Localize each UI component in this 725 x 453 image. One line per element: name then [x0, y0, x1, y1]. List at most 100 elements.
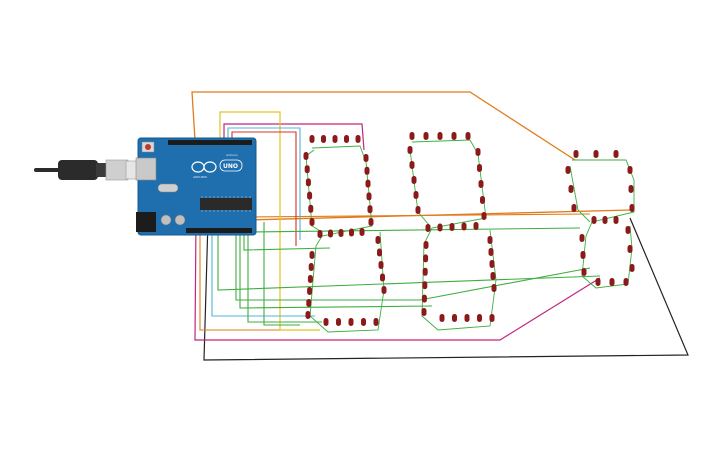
display-1-segment-b[interactable] — [364, 166, 370, 175]
display-2-segment-g[interactable] — [437, 223, 443, 232]
display-1-segment-d[interactable] — [373, 318, 379, 326]
display-3-segment-a[interactable] — [613, 150, 619, 158]
display-2-segment-c[interactable] — [489, 260, 495, 268]
display-1-segment-c[interactable] — [375, 236, 381, 244]
display-2-segment-e[interactable] — [423, 254, 429, 263]
display-2-segment-a[interactable] — [451, 132, 457, 140]
display-2-segment-e[interactable] — [421, 308, 427, 316]
display-1-segment-b[interactable] — [365, 179, 371, 188]
wire-yellow[interactable] — [219, 111, 320, 331]
display-2-segment-c[interactable] — [491, 284, 497, 292]
display-2-segment-b[interactable] — [481, 212, 487, 220]
display-3-segment-e[interactable] — [579, 234, 585, 242]
display-2-segment-f[interactable] — [415, 206, 421, 214]
display-1-segment-e[interactable] — [307, 275, 313, 283]
display-2-segment-c[interactable] — [487, 236, 493, 244]
display-2-segment-c[interactable] — [490, 272, 496, 280]
display-1-segment-f[interactable] — [307, 191, 313, 200]
display-1-segment-a[interactable] — [321, 135, 326, 143]
display-2-segment-f[interactable] — [409, 161, 415, 169]
display-3-segment-d[interactable] — [595, 278, 601, 286]
wire-orange-top[interactable] — [191, 91, 576, 161]
display-3-segment-g[interactable] — [591, 216, 597, 224]
display-1-segment-b[interactable] — [366, 192, 372, 201]
display-3-segment-e[interactable] — [580, 251, 586, 259]
display-1-segment-d[interactable] — [361, 318, 366, 326]
display-2-segment-g[interactable] — [461, 222, 467, 231]
display-1-segment-c[interactable] — [380, 273, 385, 282]
display-1-segment-c[interactable] — [377, 248, 382, 257]
display-2-segment-f[interactable] — [411, 176, 417, 184]
display-1-segment-a[interactable] — [355, 135, 361, 143]
display-3-segment-c[interactable] — [627, 245, 633, 253]
display-1-segment-b[interactable] — [367, 205, 373, 214]
display-3-segment-g[interactable] — [602, 216, 608, 224]
display-1-segment-d[interactable] — [323, 318, 329, 326]
display-2-segment-a[interactable] — [409, 132, 415, 140]
display-3-segment-f[interactable] — [571, 204, 577, 212]
display-2-segment-b[interactable] — [478, 180, 484, 188]
display-2-segment-e[interactable] — [422, 281, 428, 290]
display-3-segment-a[interactable] — [573, 150, 579, 158]
display-1-segment-e[interactable] — [306, 299, 312, 307]
display-2-segment-b[interactable] — [480, 196, 485, 204]
usb-cable[interactable] — [34, 159, 141, 181]
display-2-segment-g[interactable] — [425, 224, 431, 232]
display-1-segment-b[interactable] — [368, 218, 374, 226]
display-1-segment-d[interactable] — [348, 318, 354, 326]
wire-red[interactable] — [231, 131, 297, 246]
display-3-segment-c[interactable] — [629, 264, 635, 272]
display-2-segment-a[interactable] — [437, 132, 443, 140]
display-1-segment-a[interactable] — [344, 135, 349, 143]
display-2-segment-d[interactable] — [464, 314, 470, 322]
display-3-segment-d[interactable] — [609, 278, 615, 286]
display-3-segment-d[interactable] — [623, 278, 629, 286]
display-1-segment-c[interactable] — [381, 286, 387, 294]
display-1-segment-f[interactable] — [304, 165, 310, 174]
display-2-segment-f[interactable] — [413, 191, 419, 199]
display-1-segment-g[interactable] — [328, 229, 333, 238]
display-2-segment-g[interactable] — [473, 222, 479, 230]
display-1-segment-a[interactable] — [332, 135, 338, 143]
display-3-segment-g[interactable] — [613, 216, 619, 224]
display-3-segment-c[interactable] — [625, 226, 631, 234]
wire-magenta-2[interactable] — [223, 123, 365, 151]
display-3-segment-f[interactable] — [565, 166, 571, 174]
display-2-segment-d[interactable] — [439, 314, 445, 322]
display-1-segment-g[interactable] — [359, 228, 365, 236]
display-3-segment-b[interactable] — [628, 185, 634, 193]
wire-green-group[interactable] — [217, 222, 601, 326]
display-1-segment-e[interactable] — [305, 311, 311, 319]
display-3-segment-f[interactable] — [568, 185, 574, 193]
digital-header[interactable] — [168, 140, 252, 145]
display-1-segment-a[interactable] — [309, 135, 315, 143]
display-2-segment-d[interactable] — [477, 314, 482, 322]
display-2-segment-g[interactable] — [449, 223, 455, 231]
display-2-segment-e[interactable] — [423, 241, 429, 249]
wire-orange-left[interactable] — [199, 220, 318, 331]
display-2-segment-c[interactable] — [488, 248, 494, 256]
display-1-segment-e[interactable] — [309, 251, 315, 259]
display-3-segment-b[interactable] — [627, 166, 633, 174]
display-2-segment-f[interactable] — [407, 146, 413, 154]
analog-header[interactable] — [186, 228, 252, 233]
display-2-segment-e[interactable] — [422, 267, 428, 276]
display-1-segment-c[interactable] — [378, 261, 384, 269]
display-1-segment-f[interactable] — [308, 204, 314, 213]
display-1-segment-g[interactable] — [338, 229, 344, 237]
display-1-segment-b[interactable] — [363, 154, 369, 162]
display-1-segment-g[interactable] — [317, 230, 323, 238]
arduino-uno-board[interactable]: UNO ARDUINO Arduino — [135, 137, 257, 236]
wire-magenta-1[interactable] — [194, 219, 601, 341]
display-2-segment-b[interactable] — [477, 164, 482, 172]
display-1-segment-e[interactable] — [308, 263, 314, 271]
display-2-segment-b[interactable] — [475, 148, 481, 156]
display-1-segment-d[interactable] — [336, 318, 341, 326]
display-1-segment-f[interactable] — [309, 218, 315, 226]
display-2-segment-a[interactable] — [465, 132, 471, 140]
display-1-segment-f[interactable] — [303, 152, 309, 160]
display-3-segment-b[interactable] — [629, 204, 635, 212]
display-3-segment-e[interactable] — [581, 268, 587, 276]
wire-black-ground[interactable] — [203, 217, 689, 361]
display-2-segment-d[interactable] — [489, 314, 495, 322]
